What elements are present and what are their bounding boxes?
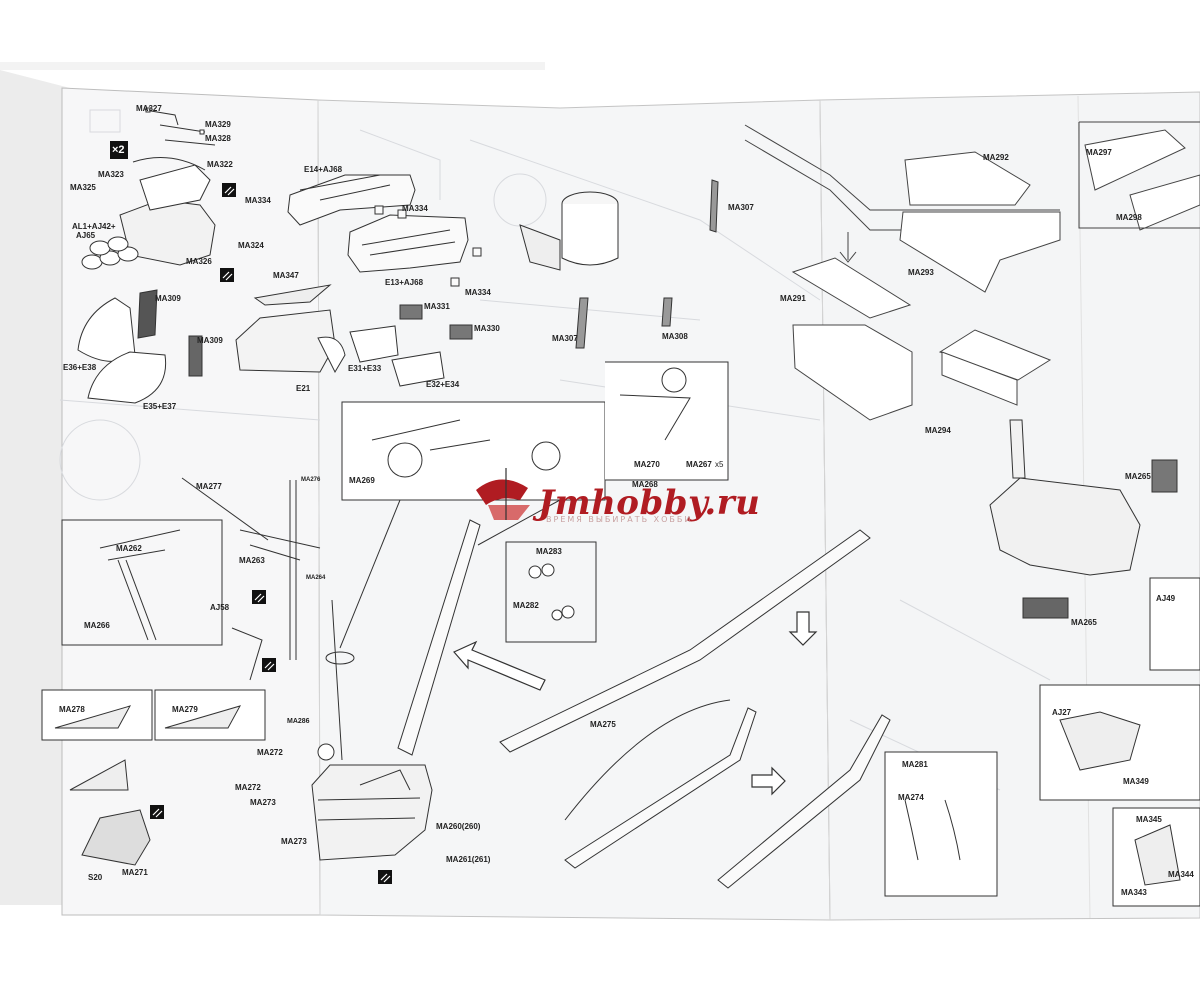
watermark-logo-icon (476, 468, 530, 520)
part-label: MA345 (1136, 815, 1162, 824)
part-label: MA272 (235, 783, 261, 792)
shield-parts (77, 284, 346, 404)
part-label: MA262 (116, 544, 142, 553)
part-label: MA307 (552, 334, 578, 343)
part-label: MA322 (207, 160, 233, 169)
callout-boxes-lower-left (41, 689, 266, 866)
part-label: MA344 (1168, 870, 1194, 879)
part-label: MA276 (301, 477, 321, 483)
part-label: MA273 (281, 837, 307, 846)
part-label: MA272 (257, 748, 283, 757)
part-label: MA349 (1123, 777, 1149, 786)
part-label: MA327 (136, 104, 162, 113)
part-label: MA286 (287, 718, 310, 725)
bridge-block (311, 743, 433, 861)
part-label: MA279 (172, 705, 198, 714)
part-label: MA265 (1071, 618, 1097, 627)
part-label: MA331 (424, 302, 450, 311)
part-label: MA270 (634, 460, 660, 469)
part-label: AJ58 (210, 603, 230, 612)
part-label: MA297 (1086, 148, 1112, 157)
part-label: E36+E38 (63, 363, 97, 372)
part-label: MA324 (238, 241, 264, 250)
callout-box-ma262 (61, 519, 223, 646)
part-label: MA271 (122, 868, 148, 877)
railings (744, 121, 1200, 421)
crane-booms (397, 519, 891, 889)
part-label: MA298 (1116, 213, 1142, 222)
x2-badge-label: ×2 (112, 144, 125, 156)
deck-blocks (287, 174, 482, 287)
part-label: MA293 (908, 268, 934, 277)
part-label: MA273 (250, 798, 276, 807)
watermark-tagline: ВРЕМЯ ВЫБИРАТЬ ХОББИ (546, 515, 693, 524)
part-label: MA325 (70, 183, 96, 192)
part-label: MA291 (780, 294, 806, 303)
part-label: MA268 (632, 480, 658, 489)
part-label: MA328 (205, 134, 231, 143)
part-label: MA330 (474, 324, 500, 333)
part-label: MA275 (590, 720, 616, 729)
part-label: MA323 (98, 170, 124, 179)
part-label: E21 (296, 384, 311, 393)
part-label: E32+E34 (426, 380, 460, 389)
part-label: MA260(260) (436, 822, 481, 831)
part-label: MA326 (186, 257, 212, 266)
part-label: AJ27 (1052, 708, 1072, 717)
part-label: MA274 (898, 793, 924, 802)
part-label: MA277 (196, 482, 222, 491)
part-label: E35+E37 (143, 402, 177, 411)
callout-box-ma283 (505, 541, 597, 643)
part-label: MA281 (902, 760, 928, 769)
part-label: MA334 (465, 288, 491, 297)
part-label: MA267 (686, 460, 712, 469)
part-label: MA334 (402, 204, 428, 213)
part-label: AJ49 (1156, 594, 1176, 603)
part-label: E13+AJ68 (385, 278, 424, 287)
watermark-brand: Jmhobby.ru (538, 483, 761, 523)
part-label: MA263 (239, 556, 265, 565)
part-label: MA278 (59, 705, 85, 714)
part-label: MA308 (662, 332, 688, 341)
gun-tub (519, 179, 719, 349)
callout-box-ma269 (339, 361, 729, 649)
part-label: MA309 (197, 336, 223, 345)
part-label: MA265 (1125, 472, 1151, 481)
part-label: MA269 (349, 476, 375, 485)
part-label: S20 (88, 873, 103, 882)
part-label: AL1+AJ42+ (72, 222, 116, 231)
callout-boxes-lower-right (884, 577, 1200, 907)
part-label: E31+E33 (348, 364, 382, 373)
part-label: MA343 (1121, 888, 1147, 897)
part-label: MA294 (925, 426, 951, 435)
part-label: E14+AJ68 (304, 165, 343, 174)
part-label: MA292 (983, 153, 1009, 162)
part-label: MA264 (306, 575, 326, 581)
part-label: MA283 (536, 547, 562, 556)
part-label: MA282 (513, 601, 539, 610)
superstructure (989, 419, 1178, 619)
x5-label: x5 (715, 460, 724, 469)
mast-assembly (99, 477, 355, 761)
part-label: MA347 (273, 271, 299, 280)
part-label: AJ65 (76, 231, 96, 240)
x2-badge (110, 141, 128, 159)
part-label: MA266 (84, 621, 110, 630)
turret-assembly (81, 107, 216, 270)
part-label: MA329 (205, 120, 231, 129)
part-label: MA334 (245, 196, 271, 205)
part-label: MA309 (155, 294, 181, 303)
part-label: MA307 (728, 203, 754, 212)
part-label: MA261(261) (446, 855, 491, 864)
